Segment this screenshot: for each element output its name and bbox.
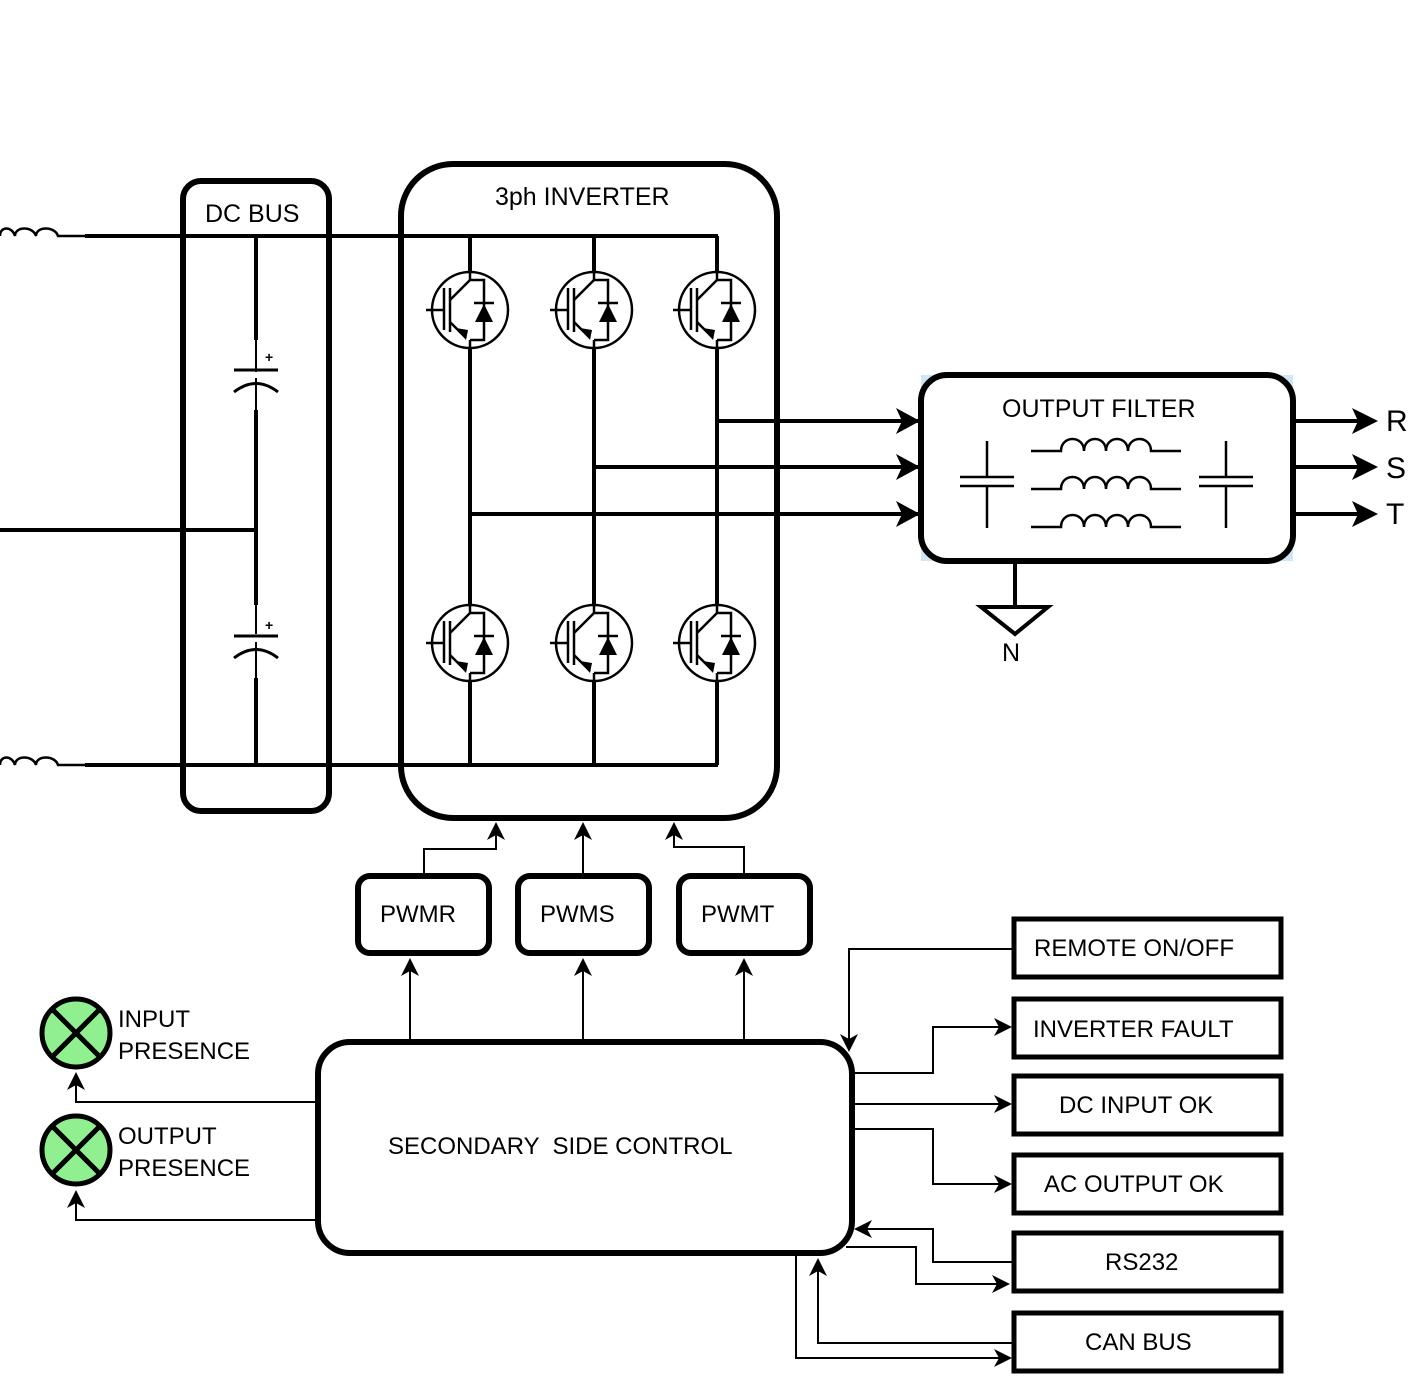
wire-inverter-fault: [852, 1026, 1000, 1074]
capacitor-polarity-lower: +: [265, 617, 273, 633]
wire-ac-output-ok: [852, 1128, 1000, 1185]
igbt-t-high: [671, 266, 757, 354]
output-presence-label-1: OUTPUT: [118, 1123, 217, 1150]
output-presence-label-2: PRESENCE: [118, 1155, 250, 1182]
signal-label-remote-on-off: REMOTE ON/OFF: [1034, 935, 1234, 962]
signal-box-rs232: [1011, 1230, 1284, 1294]
neutral-label: N: [1002, 639, 1020, 667]
signal-label-rs232: RS232: [1105, 1249, 1178, 1276]
signal-box-inverter-fault: [1011, 996, 1284, 1060]
inverter-block: [398, 161, 780, 821]
igbt-r-low: [424, 599, 510, 687]
wire-can-bus-out: [795, 1255, 1000, 1359]
secondary-control-block: [315, 1039, 855, 1256]
pwm-r-label: PWMR: [380, 901, 456, 928]
signal-label-inverter-fault: INVERTER FAULT: [1033, 1016, 1234, 1043]
output-arrow-t: [1352, 501, 1378, 527]
signal-label-dc-input-ok: DC INPUT OK: [1059, 1092, 1213, 1119]
dc-bus-label: DC BUS: [205, 200, 299, 228]
phase-r-label: R: [1386, 405, 1408, 438]
input-inductor-bottom: [0, 756, 85, 767]
wire-remote-on-off: [848, 948, 1012, 1046]
signal-label-can-bus: CAN BUS: [1085, 1329, 1192, 1356]
igbt-r-high: [424, 266, 510, 354]
input-presence-indicator: [39, 996, 113, 1070]
wire-can-bus-in: [817, 1266, 1012, 1344]
output-arrow-s: [1352, 454, 1378, 480]
signal-box-remote-on-off: [1011, 916, 1284, 980]
phase-t-label: T: [1386, 498, 1404, 531]
wire-rs232-in: [862, 1228, 1012, 1263]
pwm-s-label: PWMS: [540, 901, 615, 928]
output-filter-label: OUTPUT FILTER: [1002, 395, 1196, 423]
signal-box-ac-output-ok: [1011, 1152, 1284, 1216]
signal-label-ac-output-ok: AC OUTPUT OK: [1044, 1171, 1224, 1198]
secondary-control-label: SECONDARY SIDE CONTROL: [388, 1133, 733, 1160]
igbt-s-high: [548, 266, 634, 354]
phase-s-label: S: [1386, 452, 1406, 485]
input-inductor-top: [0, 227, 85, 238]
dc-bus-block: [180, 178, 332, 814]
signal-box-dc-input-ok: [1011, 1073, 1284, 1137]
inverter-label: 3ph INVERTER: [495, 183, 670, 211]
wire-rs232-out: [846, 1246, 1000, 1285]
input-presence-label-2: PRESENCE: [118, 1038, 250, 1065]
pwm-t-label: PWMT: [701, 901, 775, 928]
signal-box-can-bus: [1011, 1310, 1284, 1374]
input-presence-label-1: INPUT: [118, 1006, 190, 1033]
capacitor-polarity-upper: +: [265, 349, 273, 365]
output-presence-indicator: [39, 1113, 113, 1187]
output-arrow-r: [1352, 408, 1378, 434]
output-filter-block: [918, 372, 1296, 564]
igbt-s-low: [548, 599, 634, 687]
igbt-t-low: [671, 599, 757, 687]
neutral-ground-icon: [975, 605, 1054, 637]
